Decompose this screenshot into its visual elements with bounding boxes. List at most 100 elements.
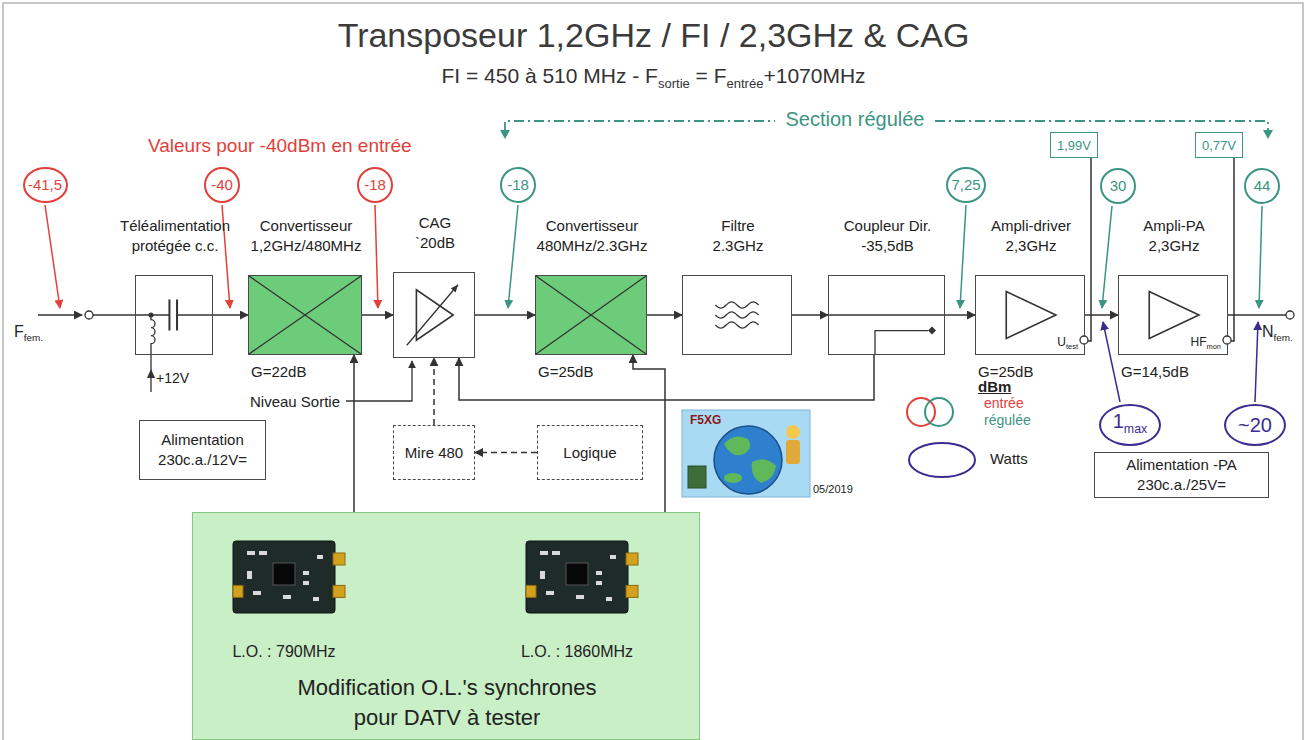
amp-stroke — [1006, 292, 1056, 339]
voltage-box: 0,77V — [1195, 132, 1243, 158]
callout-value: 30 — [1110, 176, 1127, 196]
logo-ground — [682, 410, 810, 497]
chip — [273, 563, 295, 585]
mixer-stroke — [249, 276, 361, 354]
agc-box: CAG `20dB — [393, 272, 475, 358]
component — [540, 571, 545, 579]
test-pattern-box: Mire 480 — [393, 425, 475, 480]
power-feed-box: Téléalimentation protégée c.c. — [135, 275, 213, 355]
subscript: fem. — [1274, 332, 1293, 343]
text-run: = F — [690, 64, 727, 87]
text-run: F — [14, 323, 24, 340]
mixer-stroke — [536, 276, 646, 354]
filter-stroke — [715, 302, 758, 308]
tele-stroke — [151, 315, 155, 354]
logo-figure — [786, 425, 800, 439]
block-title: Filtre 2.3GHz — [703, 216, 773, 256]
legend-label: Watts — [990, 450, 1028, 468]
diagram-title: Transposeur 1,2GHz / FI / 2,3GHz & CAG — [0, 14, 1307, 56]
signal-arrow — [362, 314, 393, 316]
box-text: Logique — [563, 443, 616, 463]
board-symbol — [233, 541, 335, 613]
panel-title: Modification O.L.'s synchrones pour DATV… — [287, 673, 607, 733]
legend-label: régulée — [984, 412, 1031, 429]
legend-label: entrée — [984, 395, 1024, 412]
component — [552, 551, 560, 555]
modification-panel: Modification O.L.'s synchrones pour DATV… — [192, 512, 700, 740]
signal-arrow — [475, 314, 535, 316]
coupler-stroke — [875, 331, 928, 354]
filter-box: Filtre 2.3GHz — [682, 275, 792, 355]
power-supply-box: Alimentation 230c.a./12V= — [139, 420, 266, 480]
text-run: +1070MHz — [763, 64, 865, 87]
logo-continent — [724, 473, 742, 483]
callout-value: 7,25 — [951, 175, 980, 195]
coupler-symbol — [829, 276, 944, 354]
component — [247, 571, 252, 579]
power-value: ~20 — [1238, 412, 1272, 438]
block-title: Ampli-driver 2,3GHz — [976, 216, 1086, 256]
logo-text: F5XG — [690, 413, 721, 428]
power-callout: 1max — [1099, 404, 1161, 446]
supply-label: +12V — [156, 369, 189, 387]
tele-stroke — [177, 314, 212, 315]
sma-connector — [333, 553, 345, 565]
leader-arrow — [960, 205, 966, 308]
logo-figure — [786, 440, 800, 464]
coupler-box: Coupleur Dir. -35,5dB — [828, 275, 945, 355]
test-point-label: Utest — [1024, 334, 1078, 355]
control-arrow — [475, 452, 537, 454]
board-symbol — [526, 541, 628, 613]
text-run: U — [1057, 335, 1066, 349]
callout-number: 7,25 — [946, 167, 986, 203]
power-callout: ~20 — [1224, 404, 1286, 446]
logic-box: Logique — [537, 425, 643, 480]
block-title: Convertisseur 1,2GHz/480MHz — [241, 216, 371, 256]
monitor-label: HFmon — [1167, 334, 1221, 355]
converter-box: Convertisseur 480MHz/2.3GHzG=25dB — [535, 275, 647, 355]
component — [303, 581, 309, 585]
component — [313, 597, 319, 601]
callout-value: -40 — [211, 175, 233, 195]
sma-connector — [333, 585, 345, 597]
sma-connector — [626, 585, 638, 597]
text-run: HF — [1191, 335, 1207, 349]
component — [303, 571, 309, 575]
pcb — [233, 541, 335, 613]
callout-value: 44 — [1254, 176, 1271, 196]
voltage-value: 1,99V — [1057, 137, 1091, 154]
component — [247, 551, 255, 555]
subscript: sortie — [658, 76, 690, 91]
junction-dot — [149, 313, 154, 318]
oscillator-board: L.O. : 790MHz — [233, 541, 335, 613]
control-arrow — [433, 358, 435, 425]
callout-number: -40 — [204, 167, 240, 203]
sma-connector — [626, 553, 638, 565]
input-connector — [85, 311, 93, 319]
legend-heading: dBm — [978, 377, 1011, 396]
box-text: Alimentation -PA 230c.a./25V= — [1100, 455, 1263, 495]
sma-connector — [526, 585, 536, 597]
power-value: 1max — [1113, 408, 1148, 442]
component — [540, 551, 548, 555]
amplifier-box: Ampli-PA 2,3GHzHFmonG=14,5dB — [1118, 275, 1228, 355]
component — [546, 591, 554, 595]
amp-stroke — [1149, 292, 1199, 339]
signal-arrow — [1085, 314, 1118, 316]
port-circle — [1223, 336, 1231, 344]
sma-connector — [233, 585, 243, 597]
coupler-stroke — [829, 314, 944, 315]
block-title: Téléalimentation protégée c.c. — [110, 216, 240, 256]
callout-number: -41,5 — [23, 167, 68, 203]
subscript: fem. — [24, 332, 43, 343]
text-run: 1 — [1113, 410, 1124, 432]
agc-symbol — [394, 273, 474, 357]
component — [253, 591, 261, 595]
voltage-box: 1,99V — [1050, 132, 1098, 158]
signal-arrow — [459, 355, 874, 400]
power-supply-box: Alimentation -PA 230c.a./25V= — [1094, 452, 1269, 498]
callout-value: -18 — [507, 175, 529, 195]
bracket-arrow — [500, 130, 510, 139]
callout-number: -18 — [500, 167, 536, 203]
